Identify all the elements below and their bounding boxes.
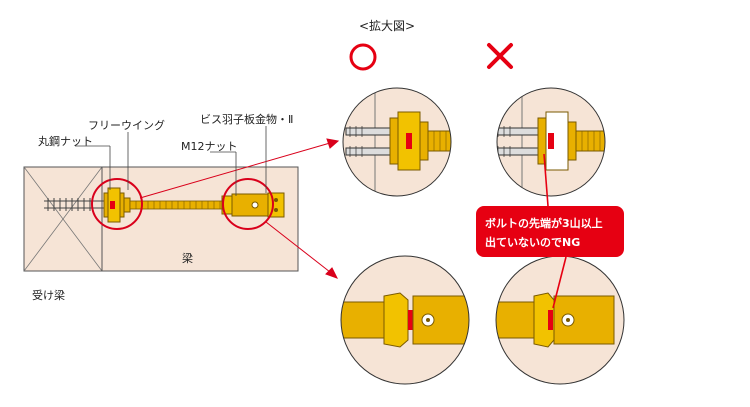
beam (101, 166, 299, 272)
label-steel-nut: 丸鋼ナット (38, 134, 93, 148)
zoom-arrows (139, 138, 340, 279)
label-m12-nut: M12ナット (181, 140, 238, 153)
leader-lines (75, 126, 267, 196)
callout-line-1: ボルトの先端が3山以上 (485, 216, 603, 230)
ok-mark-icon (349, 43, 377, 71)
screw-threads (44, 198, 108, 211)
label-screw-plate: ビス羽子板金物・Ⅱ (200, 112, 293, 126)
threaded-rod (129, 200, 227, 210)
ng-mark-icon (487, 43, 513, 69)
zoom-ng-screw-plate (495, 255, 625, 385)
label-free-wing: フリーウイング (88, 118, 165, 132)
screw-plate-hardware (221, 192, 285, 218)
label-beam: 梁 (182, 251, 193, 265)
zoom-ok-screw-plate (340, 255, 470, 385)
ng-callout: ボルトの先端が3山以上 出ていないのでNG (476, 153, 624, 309)
highlight-circle-left (91, 178, 143, 230)
label-receiving-beam: 受け梁 (32, 288, 65, 302)
enlarged-view-title: <拡大図> (359, 19, 415, 33)
zoom-ok-free-wing (342, 87, 452, 197)
zoom-ng-free-wing (496, 87, 606, 197)
highlight-circle-right (222, 178, 274, 230)
free-wing-hardware (103, 187, 131, 223)
callout-line-2: 出ていないのでNG (485, 235, 580, 249)
receiving-beam (23, 166, 103, 272)
